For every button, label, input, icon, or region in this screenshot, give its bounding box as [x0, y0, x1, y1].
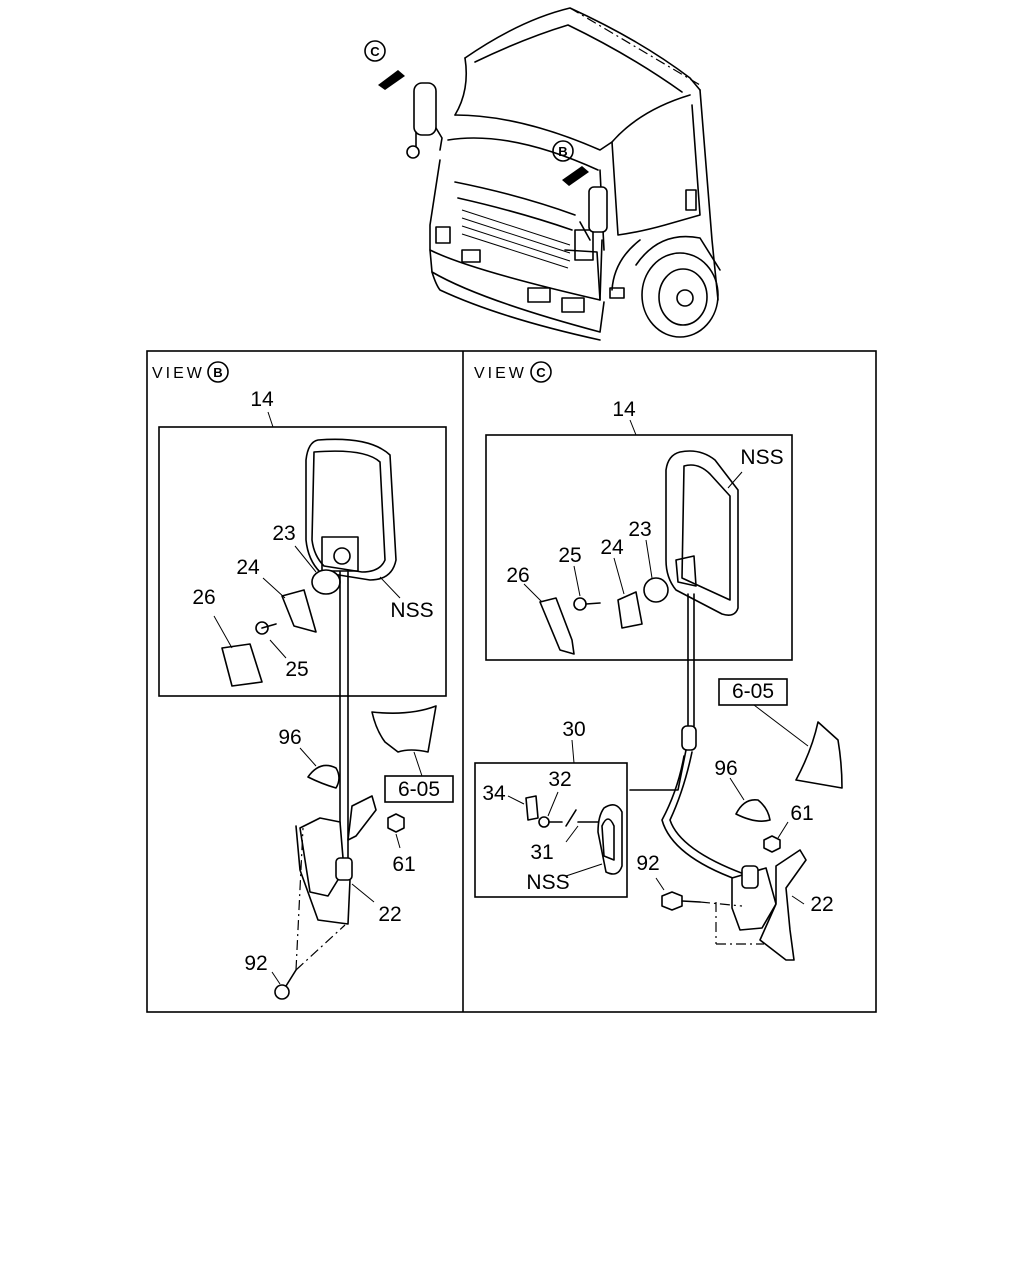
view-b-panel: VIEW B 14 23 24 25 26 NSS	[152, 361, 454, 1000]
view-b-ref: 6-05	[398, 778, 440, 801]
view-b-label-92: 92	[244, 952, 267, 975]
view-c-label-24: 24	[600, 536, 624, 559]
truck-marker-b: B	[558, 144, 567, 159]
view-b-title: VIEW	[152, 365, 205, 382]
view-c-panel: VIEW C 14 NSS 23 24 25 26	[474, 361, 843, 961]
view-c-sub-assembly-box	[474, 762, 628, 898]
view-c-ref-box	[718, 678, 788, 706]
view-b-label-14: 14	[250, 388, 274, 411]
view-b-mirror-assembly-box	[158, 426, 447, 697]
view-c-mirror-assembly-box	[485, 434, 793, 661]
view-c-label-34: 34	[482, 782, 506, 805]
view-b-label-96: 96	[278, 726, 301, 749]
view-c-label-96: 96	[714, 757, 737, 780]
view-c-label-23: 23	[628, 518, 651, 541]
view-b-label-nss: NSS	[390, 599, 433, 622]
view-c-label-26: 26	[506, 564, 529, 587]
view-b-label-25: 25	[285, 658, 308, 681]
view-c-label-61: 61	[790, 802, 813, 825]
view-b-label-61: 61	[392, 853, 415, 876]
view-c-label-32: 32	[548, 768, 571, 791]
detail-panels	[146, 350, 877, 1013]
view-c-label-31: 31	[530, 841, 553, 864]
view-c-title: VIEW	[474, 365, 527, 382]
view-b-label-23: 23	[272, 522, 295, 545]
view-b-label-22: 22	[378, 903, 401, 926]
view-c-ref: 6-05	[732, 680, 774, 703]
view-c-label-30: 30	[562, 718, 585, 741]
view-c-label-22: 22	[810, 893, 833, 916]
view-b-label-26: 26	[192, 586, 215, 609]
truck-marker-c: C	[370, 44, 380, 59]
view-c-label-nss: NSS	[740, 446, 783, 469]
view-c-label-14: 14	[612, 398, 636, 421]
truck-cab-illustration: C B	[364, 7, 721, 341]
view-c-marker: C	[536, 365, 546, 380]
view-b-label-24: 24	[236, 556, 260, 579]
view-b-ref-box	[384, 775, 454, 803]
view-c-label-92: 92	[636, 852, 659, 875]
view-c-label-25: 25	[558, 544, 581, 567]
view-b-marker: B	[213, 365, 222, 380]
view-c-label-nss2: NSS	[526, 871, 569, 894]
